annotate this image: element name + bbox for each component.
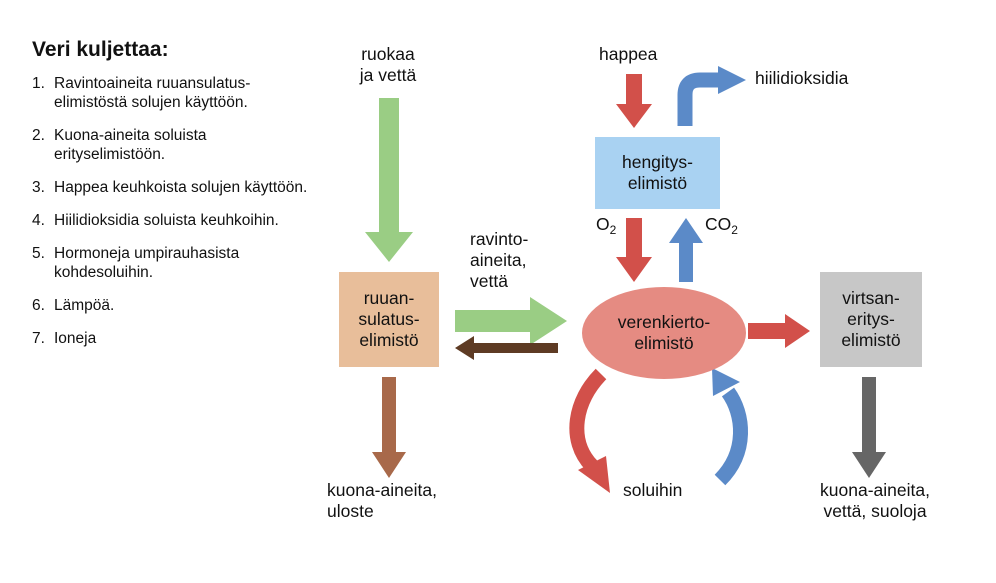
arrow-co2-out [677,72,720,126]
waste-feces-line2: uloste [327,501,374,521]
legend-item: 3. Happea keuhkoista solujen käyttöön. [32,178,314,197]
arrow-to-cells [569,368,607,472]
circulatory-label-line2: elimistö [634,333,694,353]
food-water-line1: ruokaa [361,44,415,64]
arrow-to-cells-head [578,456,610,493]
legend-item: 2. Kuona-aineita soluista erityselimistöö… [32,126,314,164]
o2-base: O [596,214,610,234]
arrow-from-cells-head [712,368,740,396]
legend-item-number: 2. [32,127,45,144]
arrow-from-cells [714,387,748,486]
legend-item: 1. Ravintoaineita ruuansulatus-elimistöst… [32,74,314,112]
nutrients-line3: vettä [470,271,508,291]
o2-subscript: 2 [609,223,617,237]
digestive-system-box: ruuan- sulatus- elimistö [339,272,439,367]
to-cells-label: soluihin [623,480,683,500]
waste-feces-label: kuona-aineita, uloste [327,480,437,522]
nutrients-line2: aineita, [470,250,527,270]
digestive-label-line3: elimistö [359,330,419,350]
legend-item: 7. Ioneja [32,329,314,348]
arrow-o2-to-circulatory [616,218,652,282]
legend-item: 6. Lämpöä. [32,296,314,315]
arrow-circulatory-to-excretory [748,314,810,348]
legend-item-text: Hormoneja umpirauhasista kohdesoluihin. [54,245,240,281]
nutrients-label: ravinto- aineita, vettä [470,229,528,292]
co2-label: CO2 [705,214,738,241]
waste-urine-label: kuona-aineita, vettä, suoloja [800,480,950,522]
nutrients-line1: ravinto- [470,229,529,249]
respiratory-label-line1: hengitys- [621,152,693,172]
legend-item-number: 4. [32,212,45,229]
arrow-nutrients-to-circulatory [455,297,567,345]
legend-item-number: 6. [32,297,45,314]
respiratory-system-box: hengitys- elimistö [595,137,720,209]
waste-feces-line1: kuona-aineita, [327,480,437,500]
arrow-digestive-waste [372,377,406,478]
o2-label: O2 [596,214,616,241]
co2-out-label: hiilidioksidia [755,68,849,88]
digestive-label-line2: sulatus- [358,309,420,329]
legend-item-text: Ioneja [54,330,97,347]
excretory-label-line3: elimistö [841,330,901,350]
excretory-label-line2: eritys- [847,309,895,329]
legend-title: Veri kuljettaa: [32,38,169,61]
legend-item-number: 5. [32,245,45,262]
legend-item-text: Lämpöä. [54,297,115,314]
legend-item-text: Happea keuhkoista solujen käyttöön. [54,179,308,196]
co2-base: CO [705,214,732,234]
respiratory-label-line2: elimistö [627,173,688,193]
food-water-line2: ja vettä [359,65,417,85]
waste-urine-line1: kuona-aineita, [820,480,930,500]
circulatory-label-line1: verenkierto- [617,312,711,332]
co2-subscript: 2 [731,223,738,237]
arrow-oxygen-in [616,74,652,128]
arrow-food-to-digestive [365,98,413,262]
excretory-label-line1: virtsan- [842,288,900,308]
food-water-label: ruokaa ja vettä [340,44,436,86]
legend-item: 5. Hormoneja umpirauhasista kohdesoluihin… [32,244,314,282]
arrow-excretory-waste [852,377,886,478]
excretory-system-box: virtsan- eritys- elimistö [820,272,922,367]
oxygen-in-label: happea [599,44,658,64]
digestive-label-line1: ruuan- [363,288,415,308]
arrow-circulatory-to-digestive [455,336,558,360]
arrow-co2-to-respiratory [669,218,703,282]
arrow-co2-out-head [718,66,746,94]
legend-item-text: Kuona-aineita soluista erityselimistöön. [54,127,207,163]
legend-item-number: 3. [32,179,45,196]
waste-urine-line2: vettä, suoloja [823,501,927,521]
legend-item-number: 1. [32,75,45,92]
legend-item: 4. Hiilidioksidia soluista keuhkoihin. [32,211,314,230]
legend-item-number: 7. [32,330,45,347]
legend-list: 1. Ravintoaineita ruuansulatus-elimistöst… [32,74,314,362]
legend-item-text: Hiilidioksidia soluista keuhkoihin. [54,212,279,229]
circulatory-system-ellipse: verenkierto- elimistö [582,287,746,379]
legend-item-text: Ravintoaineita ruuansulatus-elimistöstä … [54,75,251,111]
